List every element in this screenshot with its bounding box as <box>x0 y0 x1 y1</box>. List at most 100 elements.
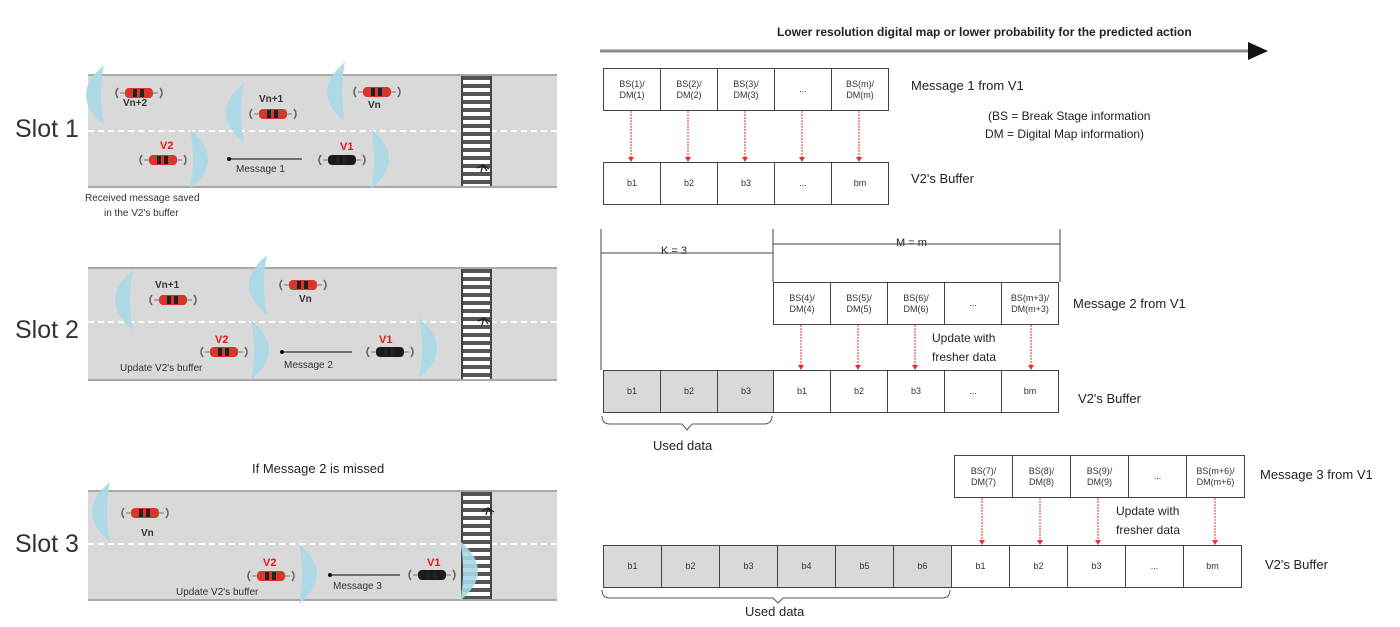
slot-2-label: Slot 2 <box>15 316 79 344</box>
buffer-cell: bm <box>831 162 889 205</box>
slot-2-message-label: Message 2 <box>284 360 333 371</box>
slot-3-label: Slot 3 <box>15 530 79 558</box>
crosswalk <box>461 269 492 379</box>
message-cell: ... <box>1128 455 1187 498</box>
car-window <box>371 88 375 96</box>
car-body <box>131 508 159 518</box>
car-body <box>328 155 356 165</box>
slot-2-caption: Update V2's buffer <box>120 363 203 374</box>
used-data-brace <box>601 415 773 431</box>
update-note-line2: fresher data <box>932 350 997 364</box>
slot-3-message-label: Message 3 <box>333 581 382 592</box>
update-note-line1: Update with <box>1116 504 1180 518</box>
buffer-cell: bm <box>1183 545 1242 588</box>
car-window <box>164 156 168 164</box>
car-window <box>343 156 347 164</box>
car-body <box>289 280 317 290</box>
buffer-cell: b1 <box>603 162 661 205</box>
vehicle-label-v1: V1 <box>340 141 354 153</box>
used-data-brace <box>601 589 951 604</box>
pedestrian-icon <box>481 507 495 516</box>
lane-divider <box>88 543 557 545</box>
vehicle-label-vn2: Vn+2 <box>123 98 148 109</box>
lane-divider <box>88 130 557 132</box>
buffer-1-label: V2's Buffer <box>911 171 974 186</box>
car-window <box>265 572 269 580</box>
buffer-3-label: V2's Buffer <box>1265 557 1328 572</box>
wave-bracket-icon <box>410 346 414 358</box>
buffer-cell: ... <box>944 370 1002 413</box>
car-window <box>146 509 150 517</box>
wave-bracket-icon <box>247 570 251 582</box>
car-window <box>378 88 382 96</box>
vehicle-icon <box>353 86 401 98</box>
k-label: K = 3 <box>660 245 688 257</box>
vehicle-icon <box>366 346 414 358</box>
wave-bracket-icon <box>323 279 327 291</box>
signal-wave-icon <box>92 482 110 542</box>
update-arrow-head <box>1212 540 1218 545</box>
update-arrow-head <box>1037 540 1043 545</box>
buffer-cell: b1 <box>951 545 1010 588</box>
used-buffer-cell: b5 <box>835 545 894 588</box>
vehicle-label-v1: V1 <box>379 334 393 346</box>
message-cell: BS(m+3)/ DM(m+3) <box>1001 282 1059 325</box>
used-buffer-cell: b2 <box>661 545 720 588</box>
pedestrian-icon <box>477 317 491 326</box>
wave-bracket-icon <box>159 87 163 99</box>
vehicle-icon <box>200 346 248 358</box>
car-body <box>418 570 446 580</box>
wave-bracket-icon <box>193 294 197 306</box>
message-cell: BS(6)/ DM(6) <box>887 282 945 325</box>
vehicle-icon <box>247 570 295 582</box>
wave-bracket-icon <box>121 507 125 519</box>
vehicle-icon <box>408 569 456 581</box>
car-body <box>363 87 391 97</box>
wave-bracket-icon <box>244 346 248 358</box>
car-window <box>157 156 161 164</box>
wave-bracket-icon <box>279 279 283 291</box>
wave-bracket-icon <box>397 86 401 98</box>
slot-2-road <box>88 267 557 381</box>
car-window <box>272 572 276 580</box>
wave-bracket-icon <box>249 108 253 120</box>
update-arrow-head <box>1028 365 1034 370</box>
car-window <box>426 571 430 579</box>
message-cell: BS(2)/ DM(2) <box>660 68 718 111</box>
car-window <box>384 348 388 356</box>
wave-bracket-icon <box>362 154 366 166</box>
legend-bs: (BS = Break Stage information <box>988 109 1151 123</box>
message-cell: BS(m)/ DM(m) <box>831 68 889 111</box>
buffer-cell: bm <box>1001 370 1059 413</box>
vehicle-icon <box>121 507 169 519</box>
car-window <box>174 296 178 304</box>
car-body <box>125 88 153 98</box>
update-arrow-head <box>628 157 634 162</box>
update-note-line2: fresher data <box>1116 523 1181 537</box>
car-window <box>133 89 137 97</box>
update-arrow-head <box>979 540 985 545</box>
message-cell: ... <box>944 282 1002 325</box>
message-arrow-head <box>227 157 231 161</box>
car-window <box>139 509 143 517</box>
wave-bracket-icon <box>149 294 153 306</box>
vehicle-icon <box>149 294 197 306</box>
vehicle-label-vn1: Vn+1 <box>155 280 180 291</box>
wave-bracket-icon <box>165 507 169 519</box>
car-window <box>336 156 340 164</box>
wave-bracket-icon <box>408 569 412 581</box>
car-window <box>297 281 301 289</box>
update-arrow-head <box>1095 540 1101 545</box>
car-window <box>304 281 308 289</box>
car-body <box>257 571 285 581</box>
signal-wave-icon <box>299 544 317 604</box>
lane-divider <box>88 321 557 323</box>
vehicle-label-v1: V1 <box>427 557 441 569</box>
signal-wave-icon <box>226 83 244 143</box>
wave-bracket-icon <box>139 154 143 166</box>
buffer-cell: ... <box>774 162 832 205</box>
slot-3-caption: Update V2's buffer <box>176 587 259 598</box>
